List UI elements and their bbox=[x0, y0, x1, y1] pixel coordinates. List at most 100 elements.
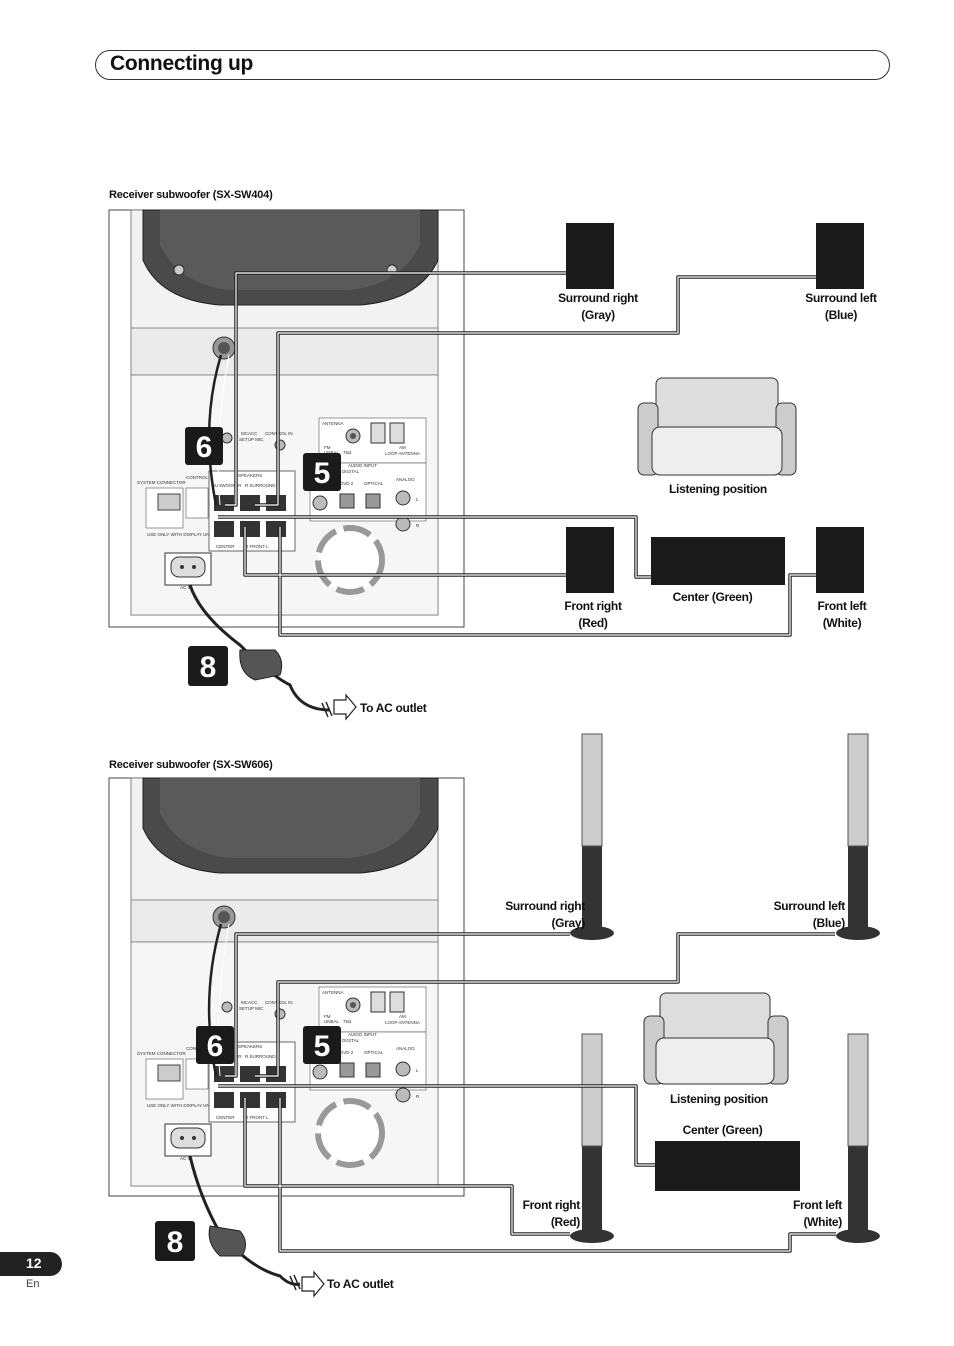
speaker-surround-left bbox=[816, 223, 864, 289]
speaker-front-right bbox=[570, 1033, 614, 1243]
wiring-diagram-sw606: ANTENNA FM UNBAL 75Ω LOOP ANTENNA AM MCA… bbox=[108, 733, 880, 1298]
sofa-icon bbox=[643, 992, 789, 1085]
label-front-left: Front left(White) bbox=[817, 599, 867, 630]
label-front-right: Front right(Red) bbox=[564, 599, 622, 630]
diagram-sw404: ANTENNA FM UNBAL 75Ω LOOP ANTENNA AM MCA… bbox=[0, 205, 954, 725]
step-badge-6: 6 bbox=[185, 427, 223, 465]
svg-text:SETUP MIC: SETUP MIC bbox=[239, 1006, 264, 1011]
svg-text:AC IN: AC IN bbox=[180, 585, 192, 590]
cooling-fan bbox=[315, 1098, 385, 1168]
svg-text:R SURROUND L: R SURROUND L bbox=[245, 483, 280, 488]
arrow-right-icon bbox=[333, 693, 357, 721]
svg-text:R SURROUND L: R SURROUND L bbox=[245, 1054, 280, 1059]
svg-text:8: 8 bbox=[200, 651, 217, 684]
svg-text:AM: AM bbox=[399, 445, 406, 450]
label-listening-position: Listening position bbox=[669, 482, 767, 496]
svg-text:ANTENNA: ANTENNA bbox=[322, 421, 344, 426]
svg-text:L: L bbox=[416, 1068, 419, 1073]
svg-text:ANALOG: ANALOG bbox=[396, 1046, 415, 1051]
svg-text:ANTENNA: ANTENNA bbox=[322, 990, 344, 995]
svg-text:DIGITAL: DIGITAL bbox=[342, 469, 360, 474]
label-center: Center (Green) bbox=[682, 1123, 763, 1137]
svg-text:75Ω: 75Ω bbox=[343, 1019, 352, 1024]
svg-text:SYSTEM CONNECTOR: SYSTEM CONNECTOR bbox=[137, 1051, 186, 1056]
svg-text:SPEAKERS: SPEAKERS bbox=[238, 473, 262, 478]
speaker-front-left bbox=[816, 527, 864, 593]
svg-text:MCACC: MCACC bbox=[241, 431, 258, 436]
svg-text:OPTICAL: OPTICAL bbox=[364, 1050, 384, 1055]
speaker-center bbox=[651, 537, 785, 585]
page-header: Connecting up bbox=[95, 50, 890, 80]
svg-text:R FRONT L: R FRONT L bbox=[245, 544, 269, 549]
svg-text:8: 8 bbox=[167, 1226, 184, 1259]
step-badge-6: 6 bbox=[196, 1026, 234, 1064]
label-ac-outlet: To AC outlet bbox=[327, 1277, 394, 1291]
page-number-tab: 12 bbox=[0, 1252, 62, 1276]
ac-plug bbox=[239, 649, 283, 681]
svg-text:MCACC: MCACC bbox=[241, 1000, 258, 1005]
svg-text:USE ONLY WITH DISPLAY UNIT: USE ONLY WITH DISPLAY UNIT bbox=[147, 1103, 214, 1108]
svg-text:DIGITAL: DIGITAL bbox=[342, 1038, 360, 1043]
page-title: Connecting up bbox=[110, 52, 254, 75]
svg-text:SPEAKERS: SPEAKERS bbox=[238, 1044, 262, 1049]
speaker-center bbox=[655, 1141, 800, 1191]
svg-text:R: R bbox=[416, 1094, 420, 1099]
step-badge-5: 5 bbox=[303, 453, 341, 491]
screw-icon bbox=[173, 264, 185, 276]
svg-text:R FRONT L: R FRONT L bbox=[245, 1115, 269, 1120]
speaker-surround-right bbox=[570, 733, 614, 940]
svg-text:UNBAL: UNBAL bbox=[324, 1019, 340, 1024]
step-badge-8: 8 bbox=[155, 1221, 195, 1261]
svg-text:UNBAL: UNBAL bbox=[324, 450, 340, 455]
svg-text:CENTER: CENTER bbox=[216, 1115, 235, 1120]
label-surround-left: Surround left(Blue) bbox=[805, 291, 877, 322]
speaker-front-right bbox=[566, 527, 614, 593]
svg-text:L: L bbox=[416, 497, 419, 502]
label-surround-right: Surround right(Gray) bbox=[558, 291, 638, 322]
svg-text:LOOP ANTENNA: LOOP ANTENNA bbox=[385, 451, 420, 456]
svg-text:CENTER: CENTER bbox=[216, 544, 235, 549]
step-badge-8: 8 bbox=[188, 646, 228, 686]
arrow-right-icon bbox=[301, 1270, 325, 1298]
svg-text:R: R bbox=[416, 523, 420, 528]
svg-text:6: 6 bbox=[207, 1030, 224, 1063]
svg-text:CONTROL OUT: CONTROL OUT bbox=[186, 475, 219, 480]
speaker-front-left bbox=[836, 1033, 880, 1243]
step-badge-5: 5 bbox=[303, 1026, 341, 1064]
label-ac-outlet: To AC outlet bbox=[360, 701, 427, 715]
section-caption-sw606: Receiver subwoofer (SX-SW606) bbox=[109, 759, 273, 771]
label-center: Center (Green) bbox=[672, 590, 753, 604]
svg-text:AC IN: AC IN bbox=[180, 1156, 192, 1161]
svg-text:ANALOG: ANALOG bbox=[396, 477, 415, 482]
ac-plug bbox=[208, 1225, 246, 1257]
svg-text:SETUP MIC: SETUP MIC bbox=[239, 437, 264, 442]
cooling-fan bbox=[315, 525, 385, 595]
svg-text:AM: AM bbox=[399, 1014, 406, 1019]
svg-text:DVD 2: DVD 2 bbox=[340, 1050, 354, 1055]
svg-text:FM: FM bbox=[324, 1014, 331, 1019]
svg-text:AUDIO INPUT: AUDIO INPUT bbox=[348, 1032, 377, 1037]
svg-text:SYSTEM CONNECTOR: SYSTEM CONNECTOR bbox=[137, 480, 186, 485]
sofa-icon bbox=[637, 377, 797, 476]
speaker-surround-right bbox=[566, 223, 614, 289]
speaker-surround-left bbox=[836, 733, 880, 940]
wiring-diagram-sw404: ANTENNA FM UNBAL 75Ω LOOP ANTENNA AM MCA… bbox=[108, 209, 864, 721]
svg-text:OPTICAL: OPTICAL bbox=[364, 481, 384, 486]
svg-text:6: 6 bbox=[196, 431, 213, 464]
svg-text:5: 5 bbox=[314, 1030, 331, 1063]
diagram-sw606: ANTENNA FM UNBAL 75Ω LOOP ANTENNA AM MCA… bbox=[0, 728, 954, 1308]
label-front-right: Front right(Red) bbox=[522, 1198, 581, 1229]
section-caption-sw404: Receiver subwoofer (SX-SW404) bbox=[109, 189, 273, 201]
svg-text:DVD 2: DVD 2 bbox=[340, 481, 354, 486]
svg-text:FM: FM bbox=[324, 445, 331, 450]
page-number: 12 bbox=[26, 1255, 42, 1271]
label-listening-position: Listening position bbox=[670, 1092, 768, 1106]
svg-text:USE ONLY WITH DISPLAY UNIT: USE ONLY WITH DISPLAY UNIT bbox=[147, 532, 214, 537]
svg-text:75Ω: 75Ω bbox=[343, 450, 352, 455]
svg-text:SUBWOOFER: SUBWOOFER bbox=[212, 483, 242, 488]
svg-text:5: 5 bbox=[314, 457, 331, 490]
label-surround-left: Surround left(Blue) bbox=[773, 899, 846, 930]
svg-text:LOOP ANTENNA: LOOP ANTENNA bbox=[385, 1020, 420, 1025]
label-surround-right: Surround right(Gray) bbox=[505, 899, 585, 930]
svg-text:AUDIO INPUT: AUDIO INPUT bbox=[348, 463, 377, 468]
